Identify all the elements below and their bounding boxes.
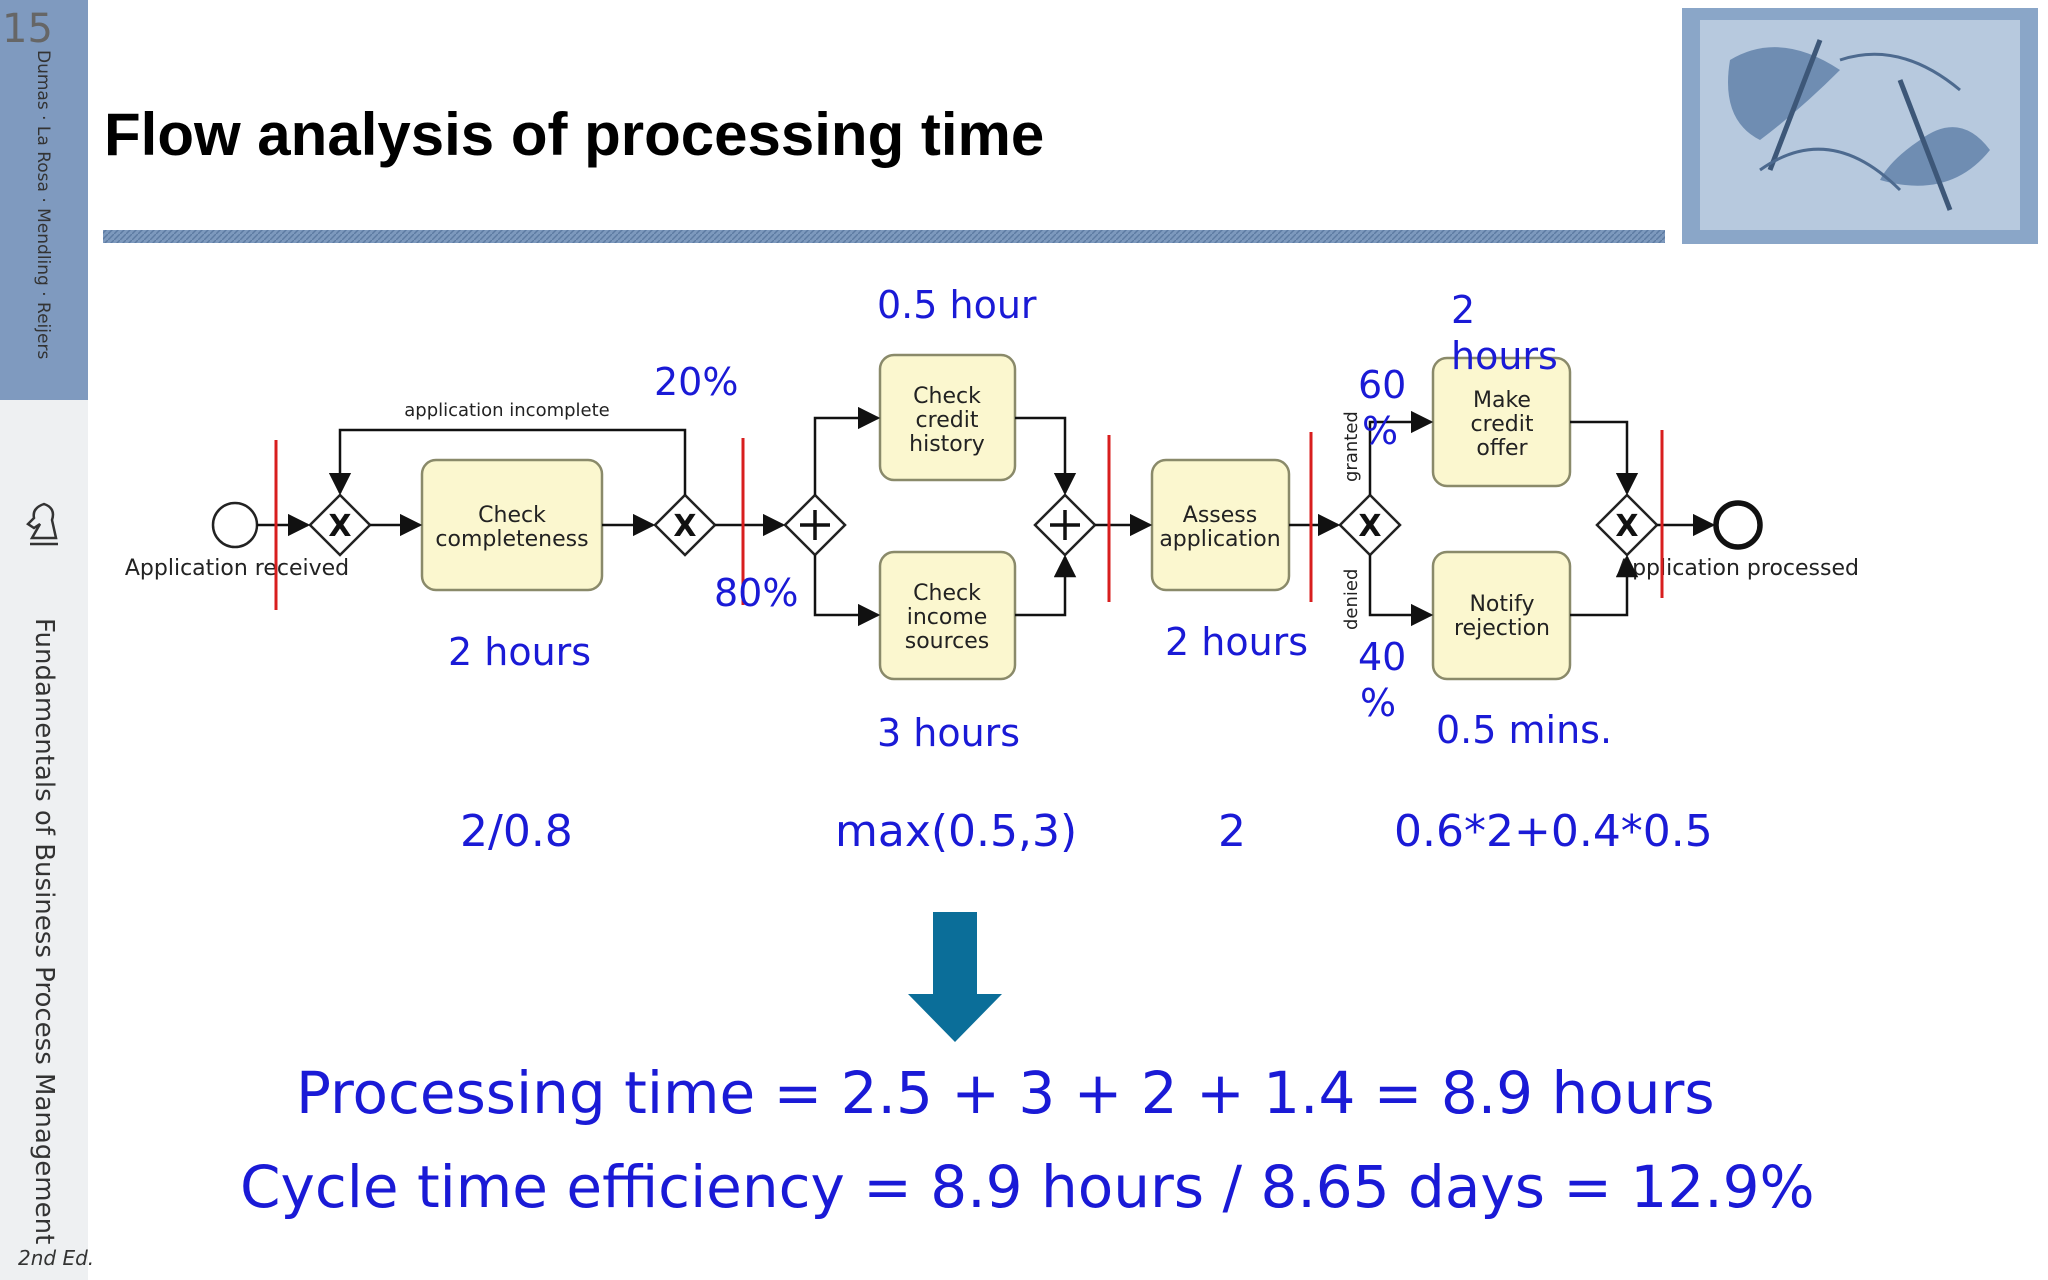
- formula-segment-2: max(0.5,3): [835, 806, 1077, 857]
- offer-time-label-line1: 2: [1451, 288, 1475, 332]
- completeness-time-label: 2 hours: [448, 630, 591, 674]
- sidebar-bottom-band: [0, 400, 88, 1280]
- probability-40-line1: 40: [1358, 635, 1406, 679]
- title-underline-bar: [103, 230, 1665, 243]
- xor-split-gateway: X: [653, 493, 717, 557]
- task-notify-rejection: Notify rejection: [1431, 550, 1572, 681]
- granted-label: granted: [1341, 411, 1362, 482]
- task-check-completeness: Check completeness: [420, 458, 604, 592]
- svg-text:income: income: [907, 605, 988, 630]
- svg-text:Assess: Assess: [1183, 503, 1257, 528]
- sidebar: 15 Dumas · La Rosa · Mendling · Reijers …: [0, 0, 94, 1280]
- xor-merge-final-gateway: X: [1595, 493, 1659, 557]
- end-event: [1713, 500, 1763, 550]
- and-split-gateway: [783, 493, 847, 557]
- task-check-credit-history: Check credit history: [878, 353, 1017, 482]
- svg-text:history: history: [909, 432, 985, 457]
- svg-text:credit: credit: [916, 408, 979, 433]
- start-event-label: Application received: [125, 556, 349, 581]
- credit-time-label: 0.5 hour: [877, 283, 1037, 327]
- svg-text:Make: Make: [1473, 388, 1531, 413]
- svg-text:sources: sources: [905, 629, 990, 654]
- svg-text:offer: offer: [1476, 436, 1528, 461]
- page-number: 15: [2, 6, 53, 52]
- svg-text:X: X: [1358, 509, 1381, 544]
- svg-text:Notify: Notify: [1469, 592, 1534, 617]
- segment-cut-lines: [274, 430, 1664, 610]
- svg-text:Check: Check: [478, 503, 546, 528]
- process-diagram: Application received X Check completenes…: [125, 353, 1859, 681]
- svg-text:X: X: [1615, 509, 1638, 544]
- xor-merge-gateway: X: [308, 493, 372, 557]
- sequence-flows: [257, 406, 1716, 627]
- cycle-time-efficiency-result: Cycle time efficiency = 8.9 hours / 8.65…: [240, 1153, 1815, 1221]
- processing-time-result: Processing time = 2.5 + 3 + 2 + 1.4 = 8.…: [296, 1059, 1715, 1127]
- sidebar-authors: Dumas · La Rosa · Mendling · Reijers: [33, 50, 53, 359]
- task-make-credit-offer: Make credit offer: [1431, 356, 1572, 488]
- formula-segment-3: 2: [1218, 806, 1246, 857]
- sidebar-book-title: Fundamentals of Business Process Managem…: [29, 618, 59, 1244]
- probability-80: 80%: [714, 571, 798, 615]
- notify-time-label: 0.5 mins.: [1436, 708, 1612, 752]
- denied-label: denied: [1341, 569, 1362, 630]
- formula-segment-1: 2/0.8: [460, 806, 573, 857]
- svg-text:application: application: [1159, 527, 1280, 552]
- svg-text:Check: Check: [913, 384, 981, 409]
- xor-decision-gateway: X: [1338, 493, 1402, 557]
- and-join-gateway: [1033, 493, 1097, 557]
- svg-text:credit: credit: [1471, 412, 1534, 437]
- time-annotations: 0.5 hour 2 hours 20% 80% 60 % 40 % 2 hou…: [448, 283, 1612, 755]
- sidebar-top-band: [0, 0, 88, 400]
- probability-60-line2: %: [1362, 409, 1398, 453]
- end-event-label: Application processed: [1617, 556, 1859, 581]
- svg-text:X: X: [673, 509, 696, 544]
- probability-60-line1: 60: [1358, 363, 1406, 407]
- svg-text:Check: Check: [913, 581, 981, 606]
- start-event: [211, 501, 259, 549]
- drawing-hands-image: [1682, 8, 2038, 244]
- probability-20: 20%: [654, 360, 738, 404]
- svg-text:completeness: completeness: [435, 527, 588, 552]
- knight-chess-icon: [26, 502, 58, 546]
- assess-time-label: 2 hours: [1165, 620, 1308, 664]
- arrow-down-icon: [908, 912, 1002, 1042]
- sidebar-edition: 2nd Ed.: [18, 1246, 94, 1270]
- page-title: Flow analysis of processing time: [104, 101, 1044, 168]
- probability-40-line2: %: [1360, 681, 1396, 725]
- offer-time-label-line2: hours: [1451, 334, 1558, 378]
- formula-segment-4: 0.6*2+0.4*0.5: [1394, 806, 1713, 857]
- task-check-income-sources: Check income sources: [878, 550, 1017, 681]
- income-time-label: 3 hours: [877, 711, 1020, 755]
- svg-text:X: X: [328, 509, 351, 544]
- segment-formulas: 2/0.8 max(0.5,3) 2 0.6*2+0.4*0.5: [460, 806, 1713, 857]
- svg-text:rejection: rejection: [1454, 616, 1550, 641]
- loop-label: application incomplete: [404, 400, 610, 421]
- task-assess-application: Assess application: [1150, 458, 1291, 592]
